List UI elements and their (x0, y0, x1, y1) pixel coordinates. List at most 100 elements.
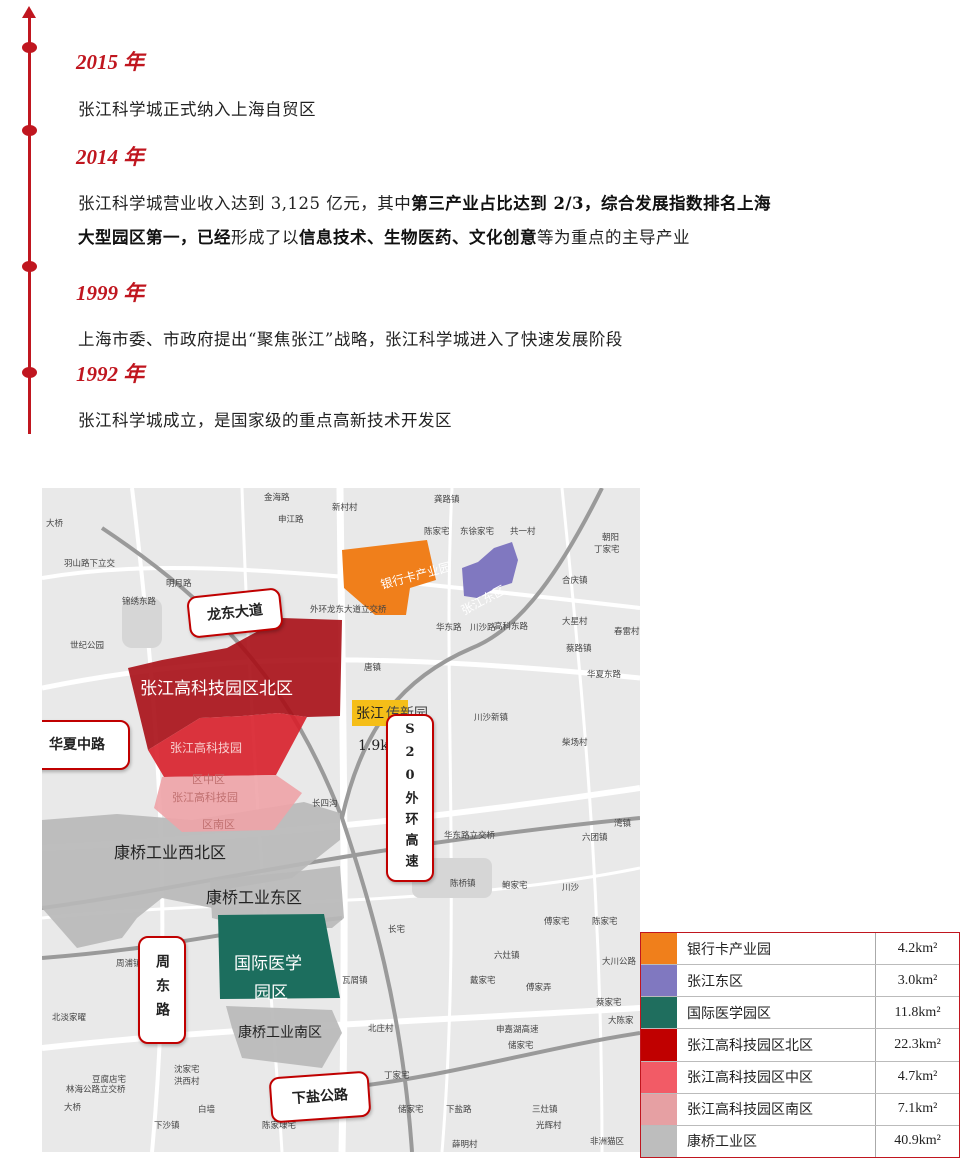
timeline-year: 1999 年 (76, 281, 145, 305)
place-label: 六团镇 (582, 832, 608, 843)
zone-label-medical-suffix: 园区 (254, 983, 288, 1003)
legend-swatch (641, 1061, 677, 1094)
timeline-arrow-icon (22, 6, 36, 18)
place-label: 陈桥镇 (450, 878, 476, 889)
timeline-dot-icon (22, 42, 37, 53)
place-label: 金海路 (264, 492, 290, 503)
legend-name: 康桥工业区 (677, 1125, 876, 1157)
timeline-axis (28, 14, 31, 434)
place-label: 豆腐店宅 (92, 1074, 126, 1085)
timeline-text-bold: 第三产业占比达到 2/3，综合发展指数排名上海 (411, 194, 771, 213)
place-label: 陈家宅 (424, 526, 450, 537)
timeline-text-part: 形成了以 (231, 228, 299, 247)
place-label: 丁家宅 (384, 1070, 410, 1081)
place-label: 华夏东路 (587, 669, 622, 680)
place-label: 明月路 (166, 578, 192, 589)
callout-huaxia-road[interactable]: 华夏中路 (42, 720, 130, 770)
place-label: 北庄村 (368, 1023, 394, 1034)
legend-area: 4.7km² (875, 1061, 959, 1094)
place-label: 储家宅 (398, 1104, 424, 1115)
legend-swatch (641, 996, 677, 1030)
place-label: 锦绣东路 (122, 596, 157, 607)
zone-label-kangqiao-south: 康桥工业南区 (238, 1024, 322, 1041)
place-label: 长宅 (388, 924, 405, 935)
legend-area: 40.9km² (894, 1133, 941, 1149)
distance-label: 1.9k (358, 738, 389, 754)
zone-kangqiao-south[interactable] (226, 1006, 342, 1068)
place-label: 陈家埭宅 (262, 1120, 296, 1131)
legend-swatch (641, 933, 677, 966)
zone-medical-park[interactable] (218, 914, 340, 999)
place-label: 东徐家宅 (460, 526, 494, 537)
place-label: 世纪公园 (70, 640, 104, 651)
place-label: 傅家宅 (544, 916, 570, 927)
place-label: 朝阳 (602, 533, 619, 543)
timeline-year: 2014 年 (76, 145, 145, 169)
place-label: 长四沟 (312, 798, 338, 809)
callout-s20-expressway[interactable]: S20外环高速 (386, 714, 434, 882)
place-label: 共一村 (510, 526, 536, 537)
place-label: 非洲猫区 (590, 1136, 625, 1147)
callout-xiayan-road[interactable]: 下盐公路 (268, 1070, 372, 1124)
legend-row: 康桥工业区 40.9km² (641, 1125, 959, 1157)
place-label: 唐镇 (364, 662, 382, 673)
legend-name: 国际医学园区 (677, 996, 876, 1030)
place-label: 川沙路 (470, 622, 496, 633)
place-label: 申嘉湖高速 (496, 1024, 539, 1035)
place-label: 申江路 (278, 514, 304, 525)
legend-area: 4.2km² (875, 933, 959, 966)
place-label: 外环龙东大道立交桥 (310, 604, 387, 615)
legend-name: 银行卡产业园 (677, 933, 876, 966)
place-label: 光辉村 (536, 1120, 562, 1131)
place-label: 周浦镇 (116, 958, 142, 969)
zone-zhangjiang-north[interactable] (128, 618, 342, 750)
timeline-dot-icon (22, 261, 37, 272)
place-label: 陈家宅 (592, 916, 618, 927)
zone-label-medical: 国际医学 (234, 954, 302, 974)
timeline-text-bold: 大型园区第一，已经 (78, 228, 231, 247)
place-label: 北淡家曜 (52, 1012, 87, 1023)
legend-area: 3.0km² (875, 964, 959, 998)
place-label: 合庆镇 (562, 575, 588, 586)
map[interactable]: 银行卡产业园 张江东区 张江高科技园区北区 张江高科技园 区中区 张江高科技园 … (42, 488, 640, 1152)
zone-label-north: 张江高科技园区北区 (140, 679, 293, 699)
zone-zhangjiang-mid[interactable] (148, 713, 307, 777)
legend-swatch (641, 964, 677, 998)
zone-label-kangqiao-nw: 康桥工业西北区 (114, 843, 226, 862)
legend-area: 22.3km² (875, 1028, 959, 1062)
place-label: 六灶镇 (494, 950, 520, 961)
legend-area: 7.1km² (875, 1093, 959, 1126)
place-label: 大陈家 (608, 1015, 634, 1026)
place-label: 洪西村 (174, 1076, 200, 1087)
place-labels: 金海路 龚路镇 新村村 申江路 陈家宅 东徐家宅 共一村 朝阳 丁家宅 大桥 羽… (46, 492, 640, 1150)
place-label: 大桥 (64, 1102, 82, 1113)
place-label: 丁家宅 (594, 544, 620, 555)
place-label: 柴场村 (562, 737, 588, 748)
place-label: 下盐路 (446, 1104, 472, 1115)
timeline-text: 张江科学城营业收入达到 3,125 亿元，其中第三产业占比达到 2/3，综合发展… (78, 187, 771, 255)
zone-label-mid: 张江高科技园 (170, 740, 242, 755)
place-label: 白墙 (198, 1104, 216, 1115)
zone-label-kangqiao-east: 康桥工业东区 (206, 888, 302, 907)
zone-kangqiao-east[interactable] (210, 866, 344, 928)
place-label: 大星村 (562, 616, 588, 627)
zone-zhangjiang-east[interactable] (462, 542, 518, 598)
zone-kangqiao-nw[interactable] (42, 802, 340, 948)
place-label: 湾镇 (614, 818, 632, 829)
legend-swatch (641, 1028, 677, 1062)
legend-swatch (641, 1125, 677, 1157)
callout-zhoudong-road[interactable]: 周东路 (138, 936, 186, 1044)
zone-zhangjiang-south[interactable] (154, 775, 302, 832)
timeline-dot-icon (22, 125, 37, 136)
place-label: 春雷村 (614, 626, 640, 637)
place-label: 高科东路 (494, 621, 529, 632)
place-label: 薛明村 (452, 1139, 478, 1150)
place-label: 大川公路 (602, 956, 637, 967)
place-label: 川沙 (562, 883, 580, 893)
zone-bank-card-park[interactable] (342, 540, 436, 615)
